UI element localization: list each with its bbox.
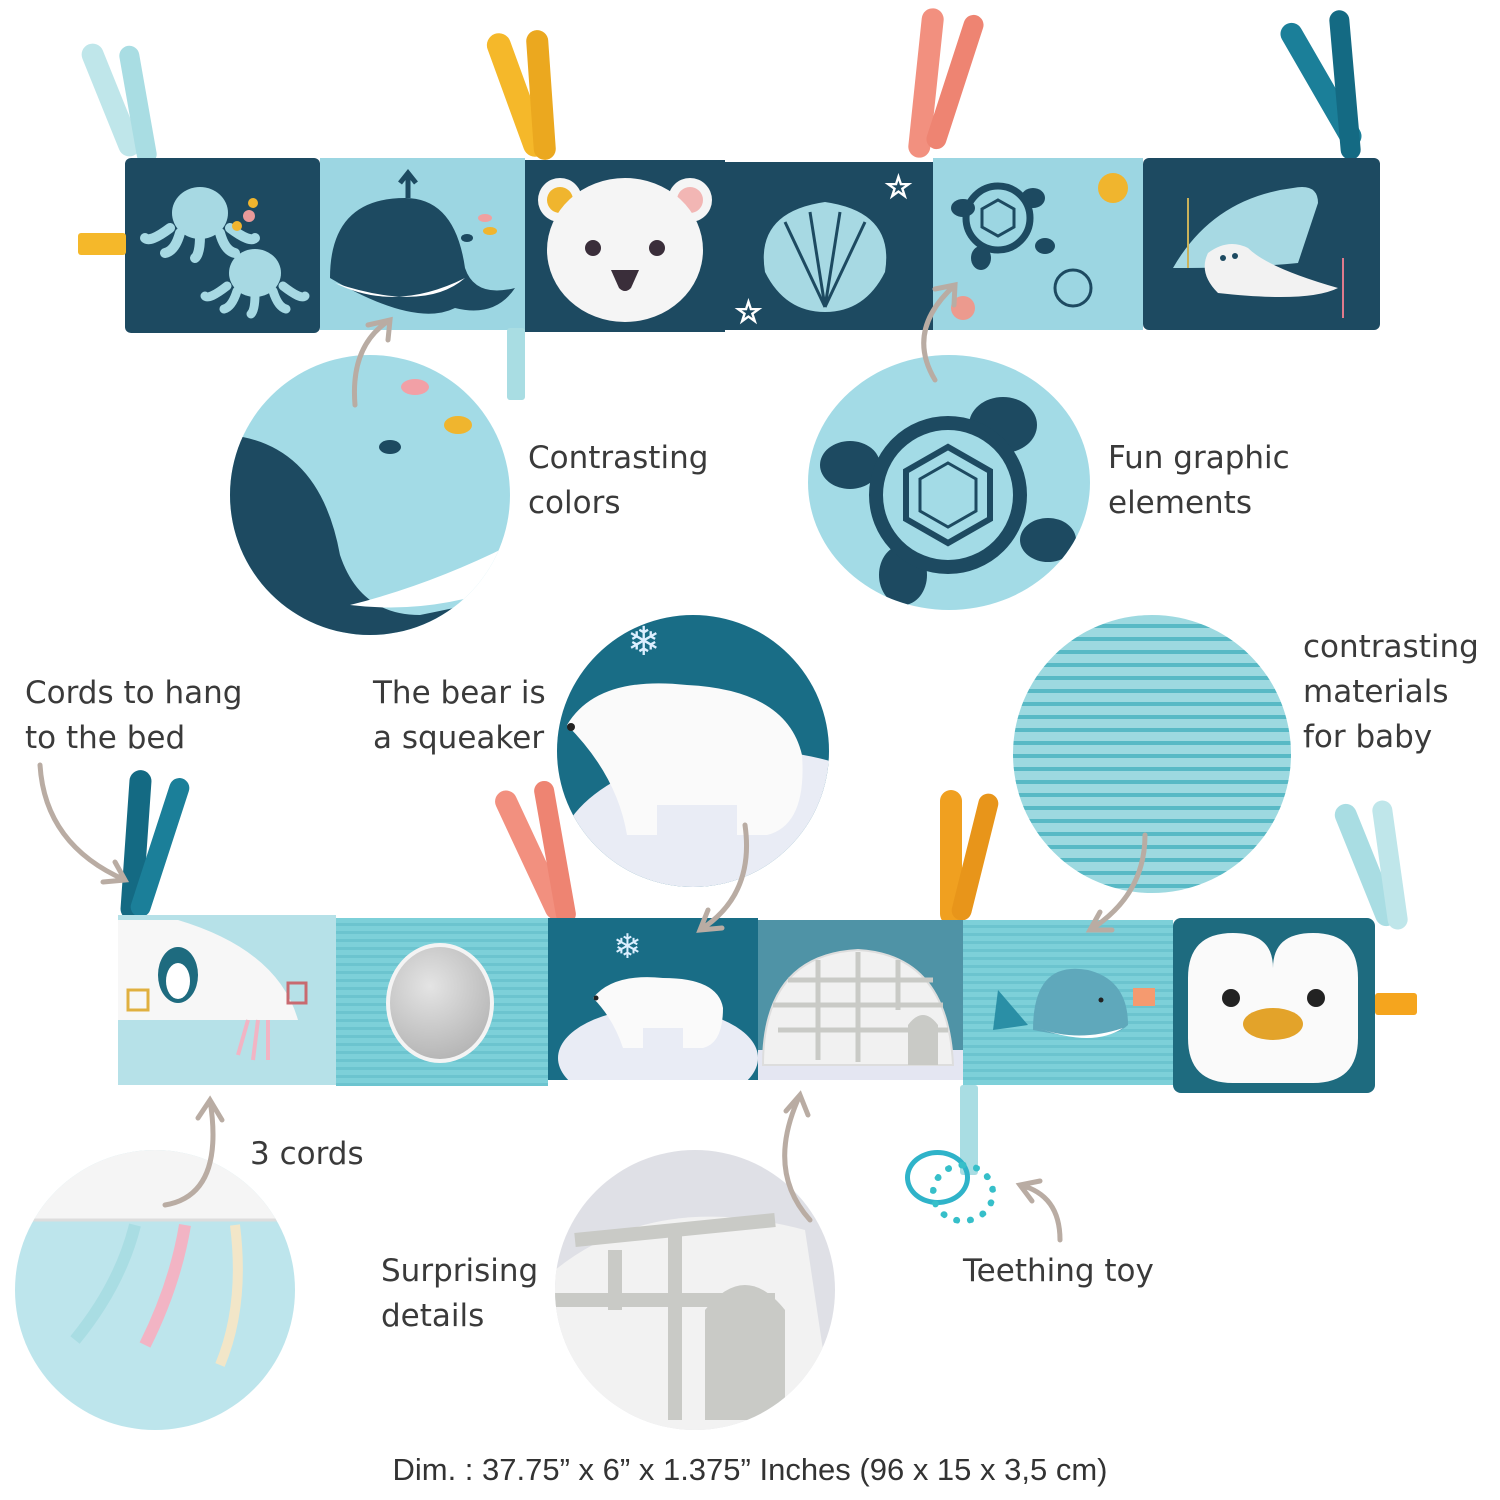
arrow-icon xyxy=(351,316,393,408)
tag-tab xyxy=(78,233,126,255)
callout-cords-to-hang: Cords to hang to the bed xyxy=(25,675,243,756)
callout-teething-toy: Teething toy xyxy=(963,1253,1154,1289)
panel-whale xyxy=(320,158,525,330)
whale-icon xyxy=(330,168,515,314)
strap-bottom-mint xyxy=(507,328,525,400)
callout-contrasting-colors: Contrasting colors xyxy=(528,440,709,521)
panel-bear-on-ice: ❄ xyxy=(548,918,758,1080)
arrow-icon xyxy=(1015,1178,1063,1243)
turtle-icon xyxy=(951,173,1128,320)
tag-tab xyxy=(1375,993,1417,1015)
arrow-icon xyxy=(696,822,750,933)
mirror xyxy=(386,943,494,1063)
seal-icon xyxy=(1173,187,1344,318)
callout-3-cords: 3 cords xyxy=(250,1136,364,1172)
panel-igloo xyxy=(758,920,963,1080)
arrow-icon xyxy=(37,762,130,885)
octopus-icon xyxy=(140,187,310,319)
panel-shell: ☆ ☆ xyxy=(725,162,933,330)
zoom-circle-igloo xyxy=(555,1150,835,1430)
zoom-circle-turtle xyxy=(808,355,1090,610)
penguin-face-icon xyxy=(1188,933,1358,1083)
arrow-icon xyxy=(162,1095,225,1208)
scallop-shell-icon: ☆ ☆ xyxy=(734,169,912,330)
zoom-circle-whale xyxy=(230,355,510,635)
bear-closeup-icon: ❄ xyxy=(557,619,829,887)
panel-turtles xyxy=(933,158,1143,330)
arrow-icon xyxy=(1085,832,1148,933)
strap-teether xyxy=(960,1085,978,1175)
panel-mirror xyxy=(336,918,548,1086)
panel-penguin-face xyxy=(1173,918,1375,1093)
igloo-closeup-icon xyxy=(555,1213,835,1430)
cords-closeup-icon xyxy=(15,1150,295,1367)
panel-seals xyxy=(1143,158,1380,330)
panel-penguin-flap xyxy=(118,915,336,1085)
zoom-circle-cords xyxy=(15,1150,295,1430)
svg-text:☆: ☆ xyxy=(735,295,762,330)
zoom-circle-bear: ❄ xyxy=(557,615,829,887)
svg-text:❄: ❄ xyxy=(613,927,642,967)
whale-applique-icon xyxy=(993,968,1155,1038)
penguin-flap-icon xyxy=(118,920,308,1061)
callout-fun-graphic-elements: Fun graphic elements xyxy=(1108,440,1290,521)
panel-whale-applique xyxy=(963,920,1173,1085)
polar-bear-icon: ❄ xyxy=(558,927,758,1080)
svg-text:☆: ☆ xyxy=(885,170,912,205)
panel-octopus xyxy=(125,158,320,333)
svg-text:❄: ❄ xyxy=(627,619,661,665)
panel-bear-face xyxy=(525,160,725,332)
arrow-icon xyxy=(782,1090,813,1223)
turtle-closeup-icon xyxy=(820,397,1076,605)
callout-surprising-details: Surprising details xyxy=(381,1253,539,1334)
polar-bear-face-icon xyxy=(538,178,712,322)
zoom-circle-corduroy xyxy=(1013,615,1291,893)
dimensions-caption: Dim. : 37.75” x 6” x 1.375” Inches (96 x… xyxy=(392,1452,1108,1487)
callout-bear-squeaker: The bear is a squeaker xyxy=(373,675,546,756)
callout-contrasting-materials: contrasting materials for baby xyxy=(1303,629,1479,755)
arrow-icon xyxy=(921,281,958,383)
whale-closeup-icon xyxy=(230,379,510,635)
igloo-icon xyxy=(758,948,963,1080)
teething-ring xyxy=(930,1162,996,1224)
